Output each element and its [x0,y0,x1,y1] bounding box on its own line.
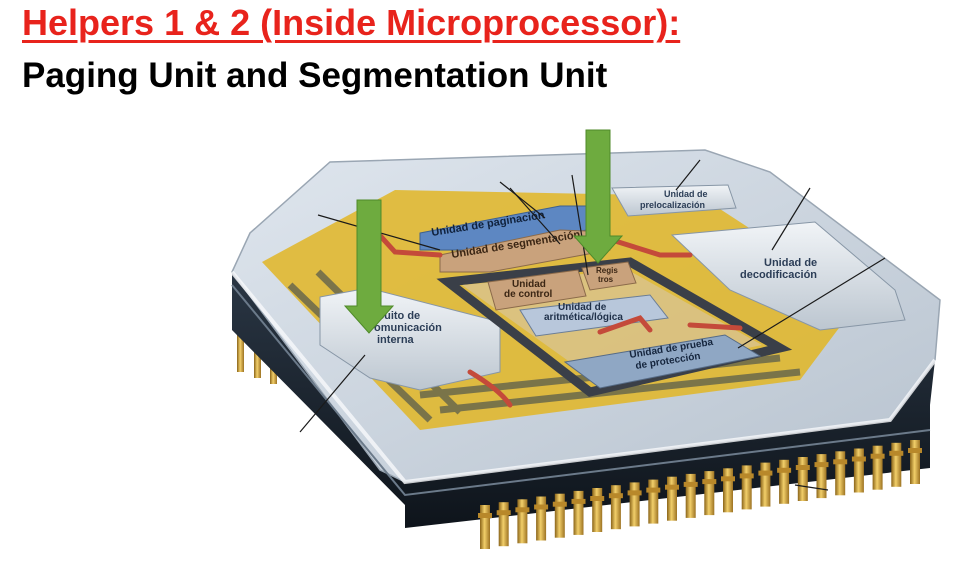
bus-label-3: interna [377,334,415,346]
control-unit-block [487,269,587,311]
pin-shoulder [683,481,698,487]
pin-shoulder [515,507,530,513]
pin-shoulder [851,456,866,462]
pin [872,445,883,490]
pin-shoulder [777,467,792,473]
pin [554,493,565,538]
pin-shoulder [702,479,717,485]
alu-label-1: Unidad de [558,302,607,313]
down-arrow-icon [343,199,395,334]
protection-unit-block [563,334,762,389]
control-label-1: Unidad [512,279,546,290]
alu-label-2: aritmética/lógica [544,312,623,323]
pin [667,476,677,521]
pin [741,465,752,510]
slide-title: Helpers 1 & 2 (Inside Microprocessor): [22,2,681,43]
pin-shoulder [721,476,735,482]
decode-unit-block [670,221,906,331]
pin-shoulder [608,493,623,499]
pin [797,457,808,501]
pin-shoulder [571,498,586,504]
pin [779,459,790,504]
registers-label-1: Regis [596,266,618,275]
pin-shoulder [833,459,848,465]
pin-shoulder [496,510,511,516]
pin-shoulder [739,473,754,479]
pin [685,473,696,518]
pin-shoulder [552,501,567,507]
pin-shoulder [814,462,829,468]
prefetch-label-1: Unidad de [664,189,708,199]
pin-shoulder [758,470,773,476]
pin [816,454,827,499]
pin-shoulder [534,504,549,510]
pins-front [478,440,922,549]
pin [592,488,603,532]
pin [629,482,640,527]
pin [498,502,509,547]
execution-core-frame [436,257,793,397]
slide-subtitle: Paging Unit and Segmentation Unit [22,56,608,95]
bus-label-1: cuito de [378,310,420,322]
prefetch-unit-block [611,184,737,217]
interconnects [372,227,743,408]
alu-block [519,294,669,337]
pin [853,448,864,493]
pin-shoulder [908,448,922,453]
pin-shoulder [646,487,661,493]
pin [536,496,547,541]
pin-shoulder [870,453,885,459]
prefetch-label-2: prelocalización [640,200,705,210]
leader-lines [299,159,886,491]
control-label-2: de control [504,289,553,300]
pin [910,440,920,484]
decode-label-1: Unidad de [764,257,817,269]
pin [723,468,733,513]
pin [835,451,846,496]
pin-shoulder [665,484,679,490]
pin-shoulder [627,490,642,496]
registers-label-2: tros [598,275,614,284]
pin [648,479,659,524]
pin [610,485,621,530]
pin [573,490,584,535]
pin-shoulder [795,465,810,470]
pin-shoulder [478,513,492,518]
pin [760,462,771,507]
registers-block [581,261,637,291]
pin-shoulder [590,496,605,501]
bus-label-2: omunicación [374,322,442,334]
down-arrow-icon [572,129,624,264]
pin [517,499,528,544]
pin-shoulder [889,450,904,456]
pin [704,471,715,516]
pin [891,442,902,487]
decode-label-2: decodificación [740,269,817,281]
pin [480,505,490,549]
